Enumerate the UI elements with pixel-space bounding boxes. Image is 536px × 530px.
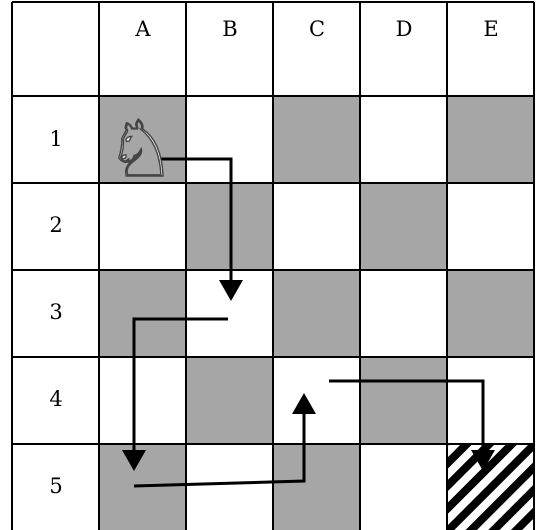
knight-icon: ♘ (106, 105, 176, 195)
square-e3 (447, 270, 534, 357)
square-d2 (360, 183, 447, 270)
square-d3 (360, 270, 447, 357)
knight-piece: ♘ (106, 105, 176, 195)
square-e4 (447, 357, 534, 444)
column-label-e: E (483, 17, 498, 41)
column-label-c: C (309, 17, 325, 41)
square-e5 (447, 444, 534, 530)
square-a3 (99, 270, 186, 357)
square-c4 (273, 357, 360, 444)
square-c5 (273, 444, 360, 530)
square-c1 (273, 96, 360, 183)
square-e2 (447, 183, 534, 270)
square-a2 (99, 183, 186, 270)
row-label-2: 2 (49, 213, 62, 237)
row-label-4: 4 (49, 387, 62, 411)
square-c2 (273, 183, 360, 270)
square-e1 (447, 96, 534, 183)
row-label-1: 1 (49, 127, 62, 151)
square-d5 (360, 444, 447, 530)
column-label-d: D (396, 17, 413, 41)
square-a4 (99, 357, 186, 444)
square-b5 (186, 444, 273, 530)
column-label-a: A (134, 17, 151, 41)
square-c3 (273, 270, 360, 357)
square-b4 (186, 357, 273, 444)
square-d1 (360, 96, 447, 183)
square-d4 (360, 357, 447, 444)
column-label-b: B (222, 17, 237, 41)
row-label-5: 5 (49, 474, 62, 498)
row-label-3: 3 (49, 300, 62, 324)
